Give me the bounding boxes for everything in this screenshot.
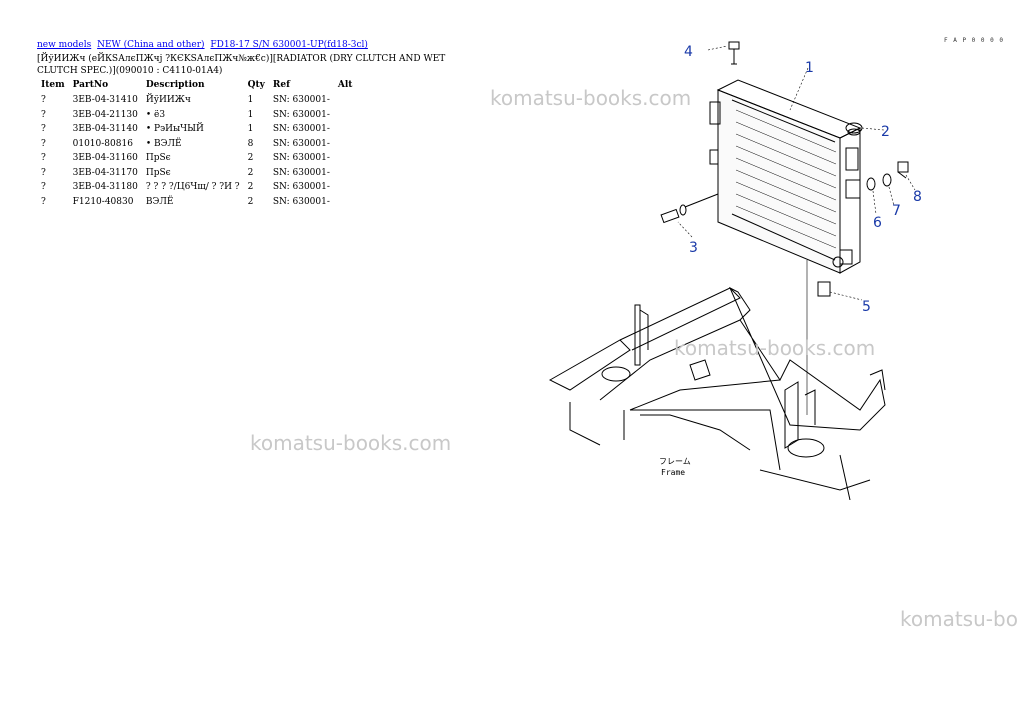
col-header-description: Description <box>145 80 205 90</box>
table-row: ? 3EB-04-31160 ПрЅє 2 SN: 630001- <box>37 151 356 166</box>
cell-qty: 2 <box>247 153 254 164</box>
callout-8: 8 <box>913 189 922 205</box>
cell-part: 3EB-04-31160 <box>72 153 138 164</box>
table-row: ? 3EB-04-31410 ЙўИИЖч 1 SN: 630001- <box>37 93 356 108</box>
cell-desc: ? ? ? ?/Ц6Чщ/ ? ?И ? <box>145 182 240 193</box>
table-row: ? F1210-40830 ВЭЛЁ 2 SN: 630001- <box>37 195 356 210</box>
clip-parts-6-7-8 <box>866 161 909 191</box>
breadcrumb-link-region[interactable]: NEW (China and other) <box>97 40 205 50</box>
table-row: ? 01010-80816 • ВЭЛЁ 8 SN: 630001- <box>37 137 356 152</box>
drain-plug-part-3 <box>660 193 719 224</box>
cell-qty: 1 <box>247 95 254 106</box>
cell-part: 3EB-04-31410 <box>72 95 138 106</box>
cell-qty: 8 <box>247 138 254 149</box>
frame-label-en: Frame <box>661 468 685 477</box>
cell-ref: SN: 630001- <box>272 109 330 120</box>
cell-part: 3EB-04-31180 <box>72 182 138 193</box>
parts-table: Item PartNo Description Qty Ref Alt ? 3EB… <box>37 79 356 209</box>
table-row: ? 3EB-04-31170 ПрЅє 2 SN: 630001- <box>37 166 356 181</box>
cell-qty: 1 <box>247 124 254 135</box>
cell-desc: ПрЅє <box>145 167 171 178</box>
cell-item: ? <box>41 167 46 178</box>
page-title: [ЙўИИЖч (еЙКSАлєПЖчј ?КЄKSАлєПЖч№ж€с)][R… <box>37 54 446 76</box>
col-header-ref: Ref <box>272 80 290 90</box>
watermark-cut: komatsu-bo <box>900 607 1018 631</box>
cell-item: ? <box>41 196 46 207</box>
cell-qty: 1 <box>247 109 254 120</box>
cell-alt <box>334 93 357 108</box>
bolt-part-4 <box>728 41 740 65</box>
bracket-part-5 <box>817 281 831 297</box>
cell-ref: SN: 630001- <box>272 196 330 207</box>
table-header-row: Item PartNo Description Qty Ref Alt <box>37 79 356 93</box>
cell-part: 3EB-04-31170 <box>72 167 138 178</box>
cell-ref: SN: 630001- <box>272 182 330 193</box>
breadcrumb-link-models[interactable]: new models <box>37 40 92 50</box>
cell-alt <box>334 195 357 210</box>
col-header-item: Item <box>41 80 65 90</box>
cell-alt <box>334 151 357 166</box>
cell-part: 01010-80816 <box>72 138 133 149</box>
cell-qty: 2 <box>247 167 254 178</box>
watermark: komatsu-books.com <box>250 431 452 455</box>
cell-qty: 2 <box>247 196 254 207</box>
cell-desc: • ВЭЛЁ <box>145 138 182 149</box>
cell-ref: SN: 630001- <box>272 95 330 106</box>
cell-desc: ВЭЛЁ <box>145 196 174 207</box>
cell-desc: ПрЅє <box>145 153 171 164</box>
callout-2: 2 <box>881 124 890 140</box>
watermark: komatsu-books.com <box>674 336 876 360</box>
cell-ref: SN: 630001- <box>272 167 330 178</box>
cell-item: ? <box>41 95 46 106</box>
cell-item: ? <box>41 153 46 164</box>
callout-5: 5 <box>862 299 871 315</box>
cell-desc: • РэИыЧЫЙ <box>145 124 204 135</box>
figure-code: F A P 0 0 0 0 <box>944 37 1004 44</box>
cell-desc: ЙўИИЖч <box>145 95 191 106</box>
cell-item: ? <box>41 124 46 135</box>
col-header-alt: Alt <box>337 80 353 90</box>
callout-3: 3 <box>689 240 698 256</box>
cell-ref: SN: 630001- <box>272 124 330 135</box>
callout-1: 1 <box>805 60 814 76</box>
cell-desc: • ё3 <box>145 109 166 120</box>
cell-ref: SN: 630001- <box>272 138 330 149</box>
callout-7: 7 <box>892 203 901 219</box>
frame-assembly <box>548 286 886 500</box>
cell-qty: 2 <box>247 182 254 193</box>
breadcrumb: new models NEW (China and other) FD18-17… <box>37 40 371 50</box>
table-row: ? 3EB-04-31140 • РэИыЧЫЙ 1 SN: 630001- <box>37 122 356 137</box>
cell-item: ? <box>41 109 46 120</box>
callout-6: 6 <box>873 215 882 231</box>
cell-ref: SN: 630001- <box>272 153 330 164</box>
callout-4: 4 <box>684 44 693 60</box>
cell-alt <box>334 180 357 195</box>
cell-alt <box>334 108 357 123</box>
cell-alt <box>334 137 357 152</box>
table-row: ? 3EB-04-31180 ? ? ? ?/Ц6Чщ/ ? ?И ? 2 SN: 63… <box>37 180 356 195</box>
breadcrumb-link-model[interactable]: FD18-17 S/N 630001-UP(fd18-3cl) <box>210 40 368 50</box>
cell-item: ? <box>41 182 46 193</box>
col-header-partno: PartNo <box>72 80 109 90</box>
cell-item: ? <box>41 138 46 149</box>
col-header-qty: Qty <box>247 80 265 90</box>
table-row: ? 3EB-04-21130 • ё3 1 SN: 630001- <box>37 108 356 123</box>
cell-alt <box>334 122 357 137</box>
watermark: komatsu-books.com <box>490 86 692 110</box>
frame-label-jp: フレーム <box>659 457 691 466</box>
cell-part: 3EB-04-31140 <box>72 124 138 135</box>
radiator-assembly <box>709 79 862 274</box>
radiator-exploded-diagram: 4 1 2 3 5 6 7 8 フレーム Frame <box>548 41 922 500</box>
cell-alt <box>334 166 357 181</box>
cell-part: F1210-40830 <box>72 196 134 207</box>
cell-part: 3EB-04-21130 <box>72 109 138 120</box>
